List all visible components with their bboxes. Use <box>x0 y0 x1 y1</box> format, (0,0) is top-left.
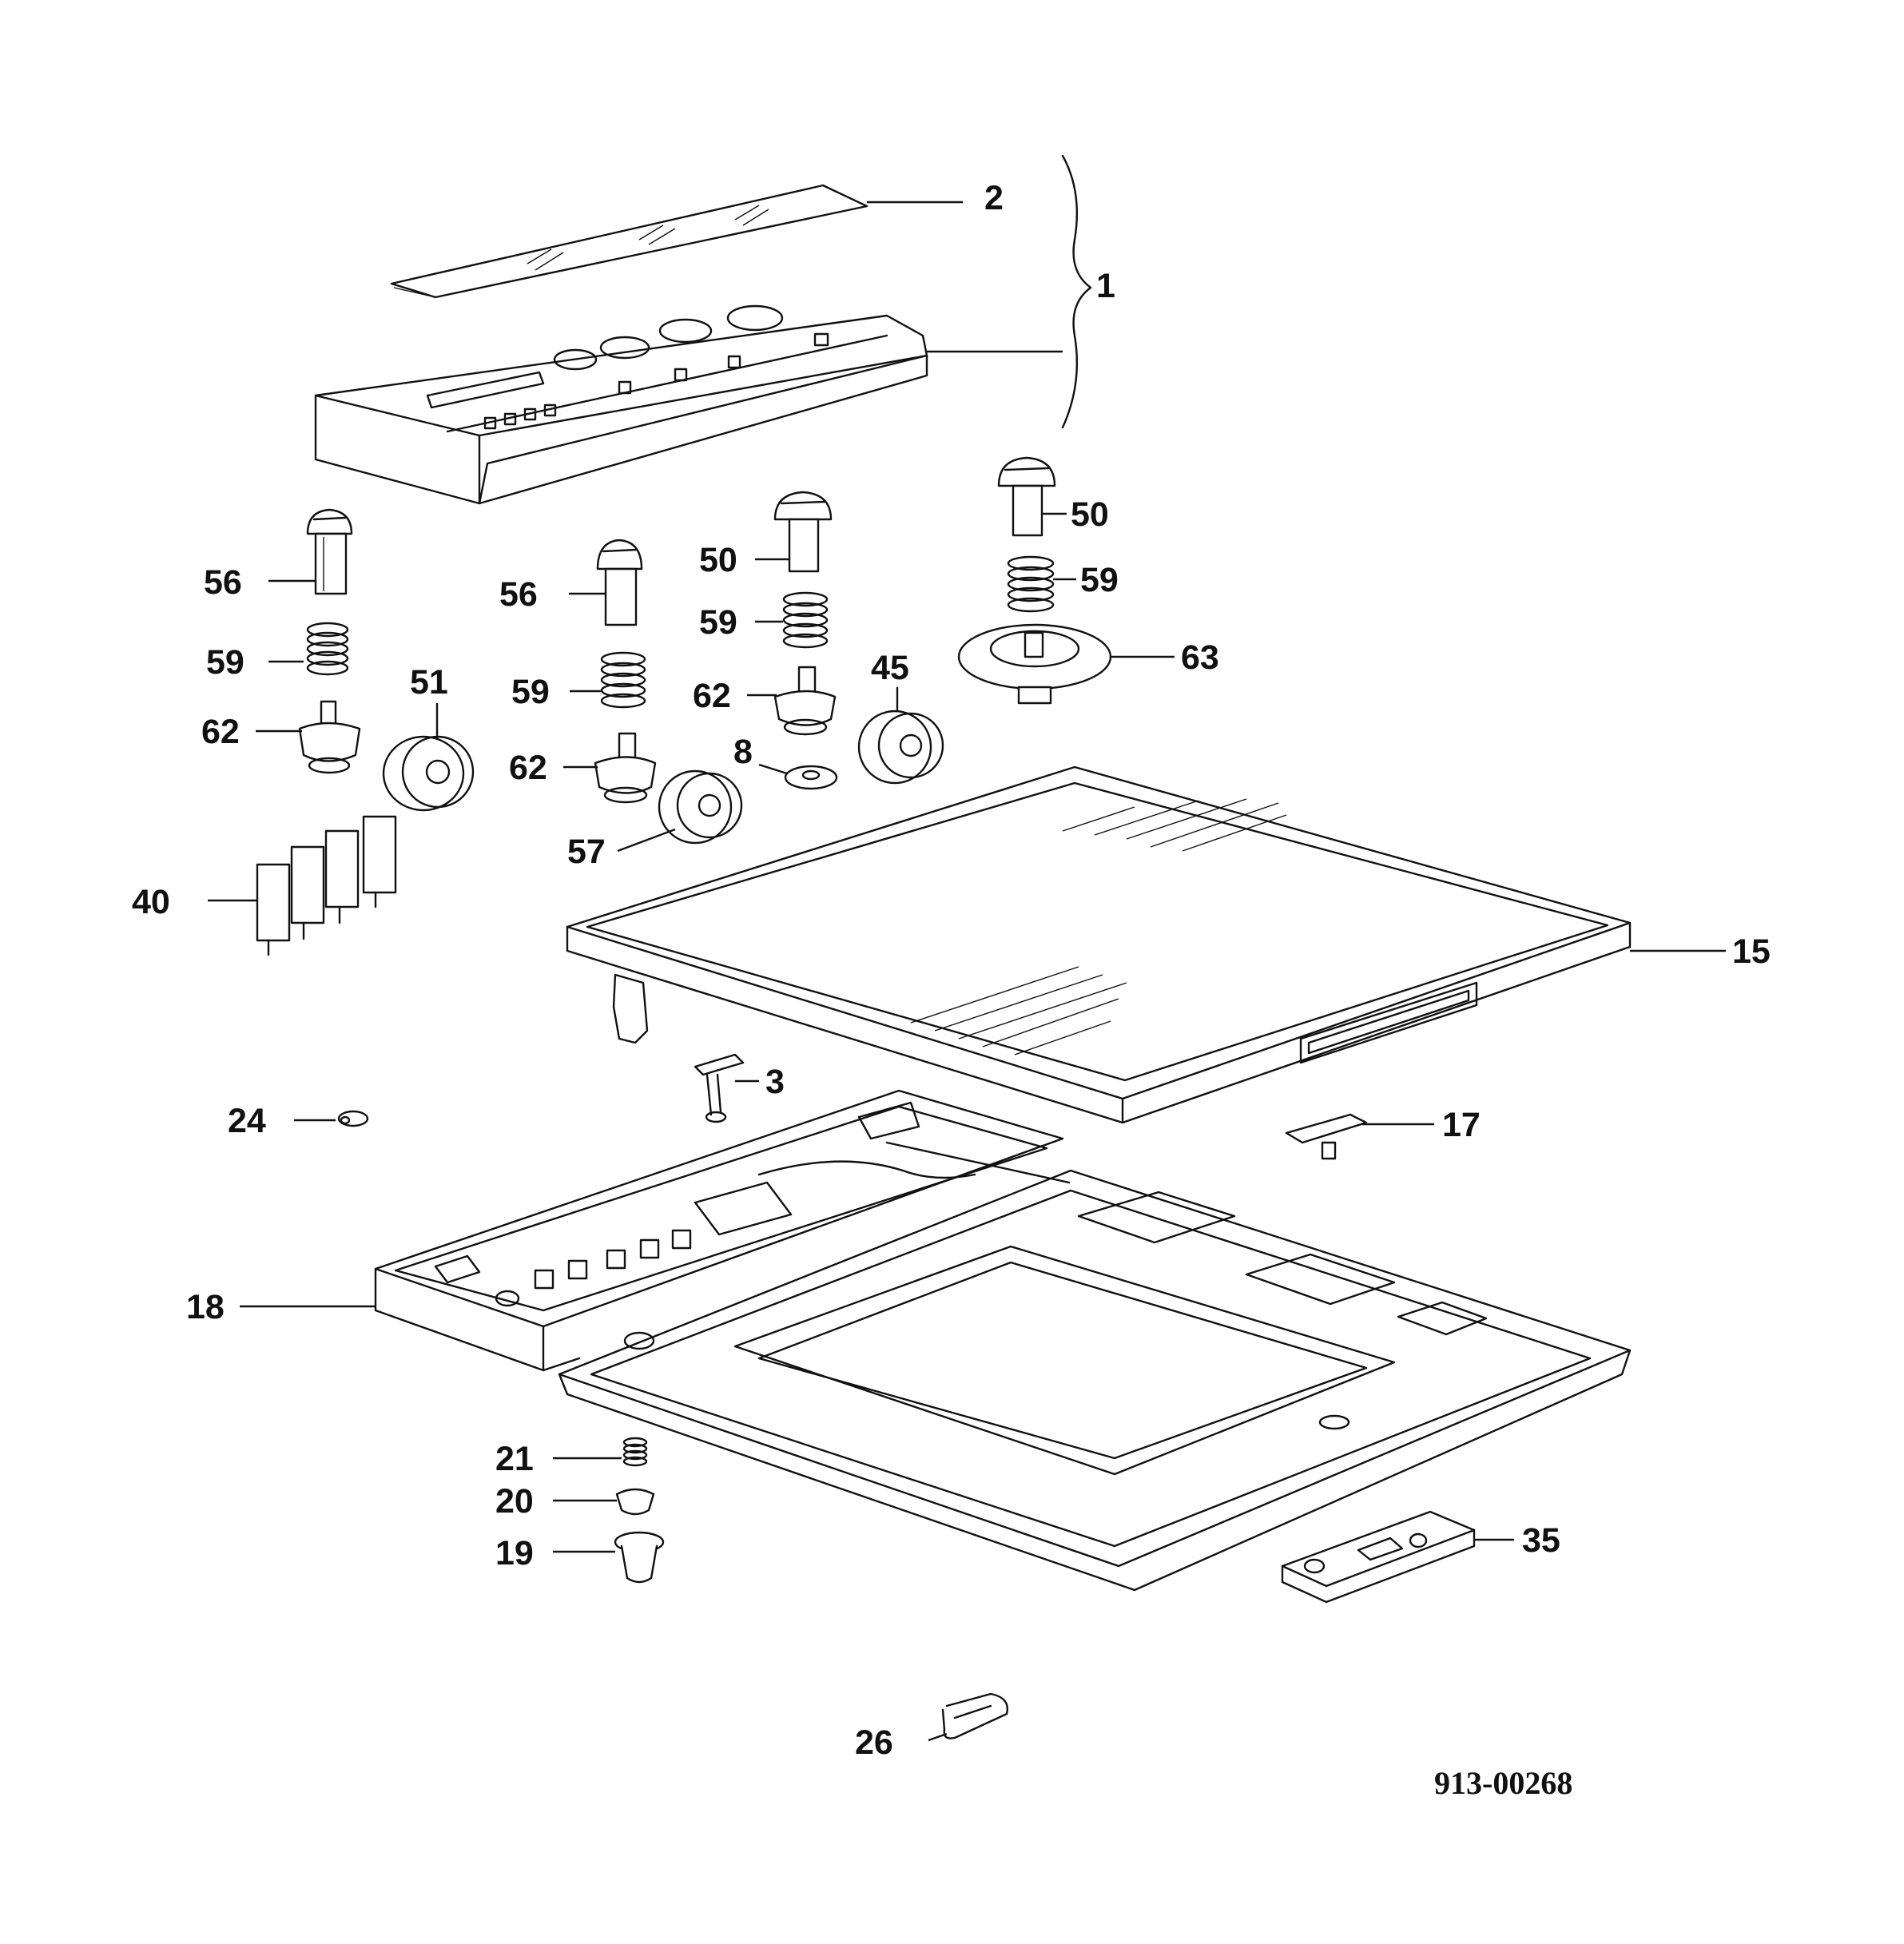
part-57-washer <box>658 769 743 845</box>
part-50-knob-right <box>997 456 1056 537</box>
callout-40: 40 <box>132 883 170 921</box>
part-40-pushbuttons <box>256 815 397 956</box>
callout-2: 2 <box>984 179 1004 217</box>
callout-19: 19 <box>495 1534 534 1572</box>
callout-50-right: 50 <box>1071 495 1109 534</box>
part-20-cap <box>615 1488 655 1516</box>
callout-26: 26 <box>855 1723 893 1762</box>
part-8-clip <box>784 765 838 790</box>
part-59-spring-middle <box>600 651 646 709</box>
part-35-lock-plate <box>1281 1510 1476 1604</box>
part-26-clip <box>941 1692 1008 1739</box>
callout-24: 24 <box>228 1102 266 1140</box>
part-51-washer <box>382 735 475 812</box>
part-15-lid <box>566 765 1632 1124</box>
part-50-knob-middle <box>773 491 833 573</box>
brace-part-1 <box>1061 154 1092 429</box>
part-62-bushing-column3 <box>773 666 837 736</box>
callout-56-middle: 56 <box>499 575 538 614</box>
part-59-spring-right <box>1007 555 1055 613</box>
callout-1: 1 <box>1096 267 1115 305</box>
leader-lines <box>208 201 1726 1742</box>
part-59-spring-left <box>306 622 349 676</box>
callout-59-column3: 59 <box>699 603 737 642</box>
part-45-washer <box>857 710 944 785</box>
callout-51: 51 <box>410 663 448 702</box>
callout-62-left: 62 <box>201 713 240 751</box>
callout-62-middle: 62 <box>509 749 547 787</box>
callout-21: 21 <box>495 1440 534 1478</box>
part-62-bushing-left <box>298 700 361 774</box>
document-number: 913-00268 <box>1434 1765 1572 1801</box>
callout-35: 35 <box>1522 1521 1560 1560</box>
part-56-knob-left <box>306 508 353 595</box>
callout-59-middle: 59 <box>511 673 550 711</box>
callout-50-middle: 50 <box>699 541 737 579</box>
part-19-plug <box>614 1531 665 1584</box>
part-1-control-panel <box>314 304 928 505</box>
callout-18: 18 <box>186 1288 225 1326</box>
part-21-spring <box>622 1437 648 1467</box>
callout-45: 45 <box>871 649 909 687</box>
part-3-hinge <box>694 1053 745 1123</box>
callout-labels: 2 1 56 59 62 51 40 56 59 62 57 50 59 62 … <box>132 179 1771 1762</box>
callout-20: 20 <box>495 1482 534 1521</box>
part-62-bushing-middle <box>594 732 657 804</box>
part-56-knob-middle <box>596 539 643 626</box>
callout-56-left: 56 <box>204 563 242 602</box>
part-59-spring-column3 <box>782 591 829 649</box>
callout-15: 15 <box>1732 932 1771 971</box>
part-63-knob-base <box>957 623 1112 705</box>
callout-63: 63 <box>1181 638 1219 677</box>
part-2-glass-window <box>390 184 869 299</box>
part-18-top-panel <box>374 1089 1632 1592</box>
callout-62-column3: 62 <box>693 677 731 715</box>
part-24-pin <box>337 1110 369 1127</box>
callout-59-left: 59 <box>206 643 244 682</box>
callout-3: 3 <box>765 1063 785 1101</box>
callout-8: 8 <box>733 733 753 771</box>
callout-59-right: 59 <box>1080 561 1119 599</box>
part-17-latch-plate <box>1285 1113 1368 1160</box>
callout-17: 17 <box>1442 1106 1481 1144</box>
callout-57: 57 <box>567 833 606 871</box>
